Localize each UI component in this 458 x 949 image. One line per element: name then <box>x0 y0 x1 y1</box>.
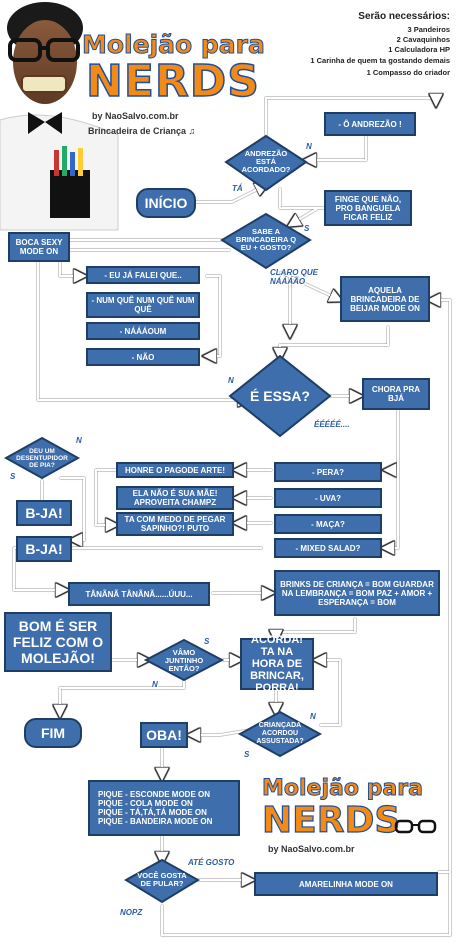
branch-label: S <box>304 224 310 233</box>
footer-title-line1: Molejão para <box>262 776 424 802</box>
branch-label: ÉÉÉÉÉ.... <box>314 420 350 429</box>
node-maca: - MAÇA? <box>274 514 382 534</box>
needs-item: 1 Compasso do criador <box>366 68 450 77</box>
node-pique: PIQUE - ESCONDE MODE ON PIQUE - COLA MOD… <box>88 780 240 836</box>
flow-arrows <box>12 98 452 937</box>
node-amarelinha: AMARELINHA MODE ON <box>254 872 438 896</box>
node-bja-1: B-JA! <box>16 500 72 526</box>
node-o-andrezao: - Ô ANDREZÃO ! <box>324 112 416 136</box>
decision-e-essa: É ESSA? <box>250 388 310 404</box>
footer-title-line2: NERDS <box>261 799 401 841</box>
decision-vamo: VÂMO JUNTINHO ENTÃO? <box>164 648 204 673</box>
node-num-que: - NUM QUÊ NUM QUÊ NUM QUÊ <box>86 292 200 318</box>
decision-andrezao: ANDREZÃO ESTÁ ACORDADO? <box>241 149 291 174</box>
branch-label: S <box>10 472 16 481</box>
glasses-icon <box>394 819 437 834</box>
header-song: Brincadeira de Criança ♫ <box>88 126 196 136</box>
branch-label: S <box>244 750 250 759</box>
branch-label: S <box>204 637 210 646</box>
node-nao: - NÃO <box>86 348 200 366</box>
branch-label: N <box>228 376 234 385</box>
branch-label: TÁ <box>232 184 243 193</box>
node-naaaoum: - NÁÁÁOUM <box>86 322 200 340</box>
needs-item: 1 Carinha de quem ta gostando demais <box>310 56 450 65</box>
node-bom-ser: BOM É SER FELIZ COM O MOLEJÃO! <box>4 612 112 672</box>
header-title-line2: NERDS <box>85 55 260 108</box>
decision-sabe: SABE A BRINCADEIRA Q EU + GOSTO? <box>235 227 297 252</box>
node-tanana: TÂNÃNÃ TÂNÃNÃ......ÚUU... <box>68 582 210 606</box>
node-oba: OBA! <box>140 722 188 748</box>
node-finge: FINGE QUE NÃO, PRO BANGUELA FICAR FELIZ <box>324 190 412 226</box>
node-ta-com-medo: TA COM MEDO DE PEGAR SAPINHO?! PUTO <box>116 512 234 536</box>
needs-title: Serão necessários: <box>358 11 450 22</box>
decision-gosta: VOCÊ GOSTA DE PULAR? <box>137 871 187 888</box>
branch-label: ATÉ GOSTO <box>188 858 235 867</box>
decision-shapes <box>3 134 332 904</box>
branch-label: CLARO QUE NÁÁÁÃO <box>270 268 318 286</box>
node-mixed: - MIXED SALAD? <box>274 538 382 558</box>
needs-item: 3 Pandeiros <box>407 25 450 34</box>
node-fim: FIM <box>24 718 82 748</box>
node-boca-sexy: BOCA SEXY MODE ON <box>8 232 70 262</box>
node-chora: CHORA PRA BJÁ <box>362 378 430 410</box>
header-title-line1: Molejão para <box>82 30 266 60</box>
nerd-mascot-image <box>0 2 119 231</box>
branch-label: N <box>310 712 316 721</box>
decision-desentupidor: DEU UM DESENTUPIDOR DE PIA? <box>16 447 68 469</box>
node-uva: - UVA? <box>274 488 382 508</box>
needs-item: 1 Calculadora HP <box>388 45 450 54</box>
node-pera: - PERA? <box>274 462 382 482</box>
node-honre: HONRE O PAGODE ARTE! <box>116 462 234 478</box>
branch-label: N <box>152 680 158 689</box>
footer-site: by NaoSalvo.com.br <box>268 844 355 854</box>
decision-criancada: CRIANÇADA ACORDOU ASSUSTADA? <box>256 722 304 745</box>
node-ja-falei: - EU JÁ FALEI QUE.. <box>86 266 200 284</box>
node-acorda: ACORDA! TA NA HORA DE BRINCAR, PORRA! <box>240 634 314 694</box>
node-ela-nao: ELA NÃO É SUA MÃE! APROVEITA CHAMPZ <box>116 486 234 510</box>
branch-label: N <box>306 142 312 151</box>
branch-label: N <box>76 436 82 445</box>
header-site: by NaoSalvo.com.br <box>92 111 179 121</box>
branch-label: NOPZ <box>120 908 143 917</box>
node-bja-2: B-JA! <box>16 536 72 562</box>
node-inicio: INÍCIO <box>136 188 196 218</box>
node-brinks: BRINKS DE CRIANÇA = BOM GUARDAR NA LEMBR… <box>274 570 440 616</box>
node-aquela: AQUELA BRINCADEIRA DE BEIJAR MODE ON <box>340 276 430 322</box>
needs-item: 2 Cavaquinhos <box>396 35 450 44</box>
